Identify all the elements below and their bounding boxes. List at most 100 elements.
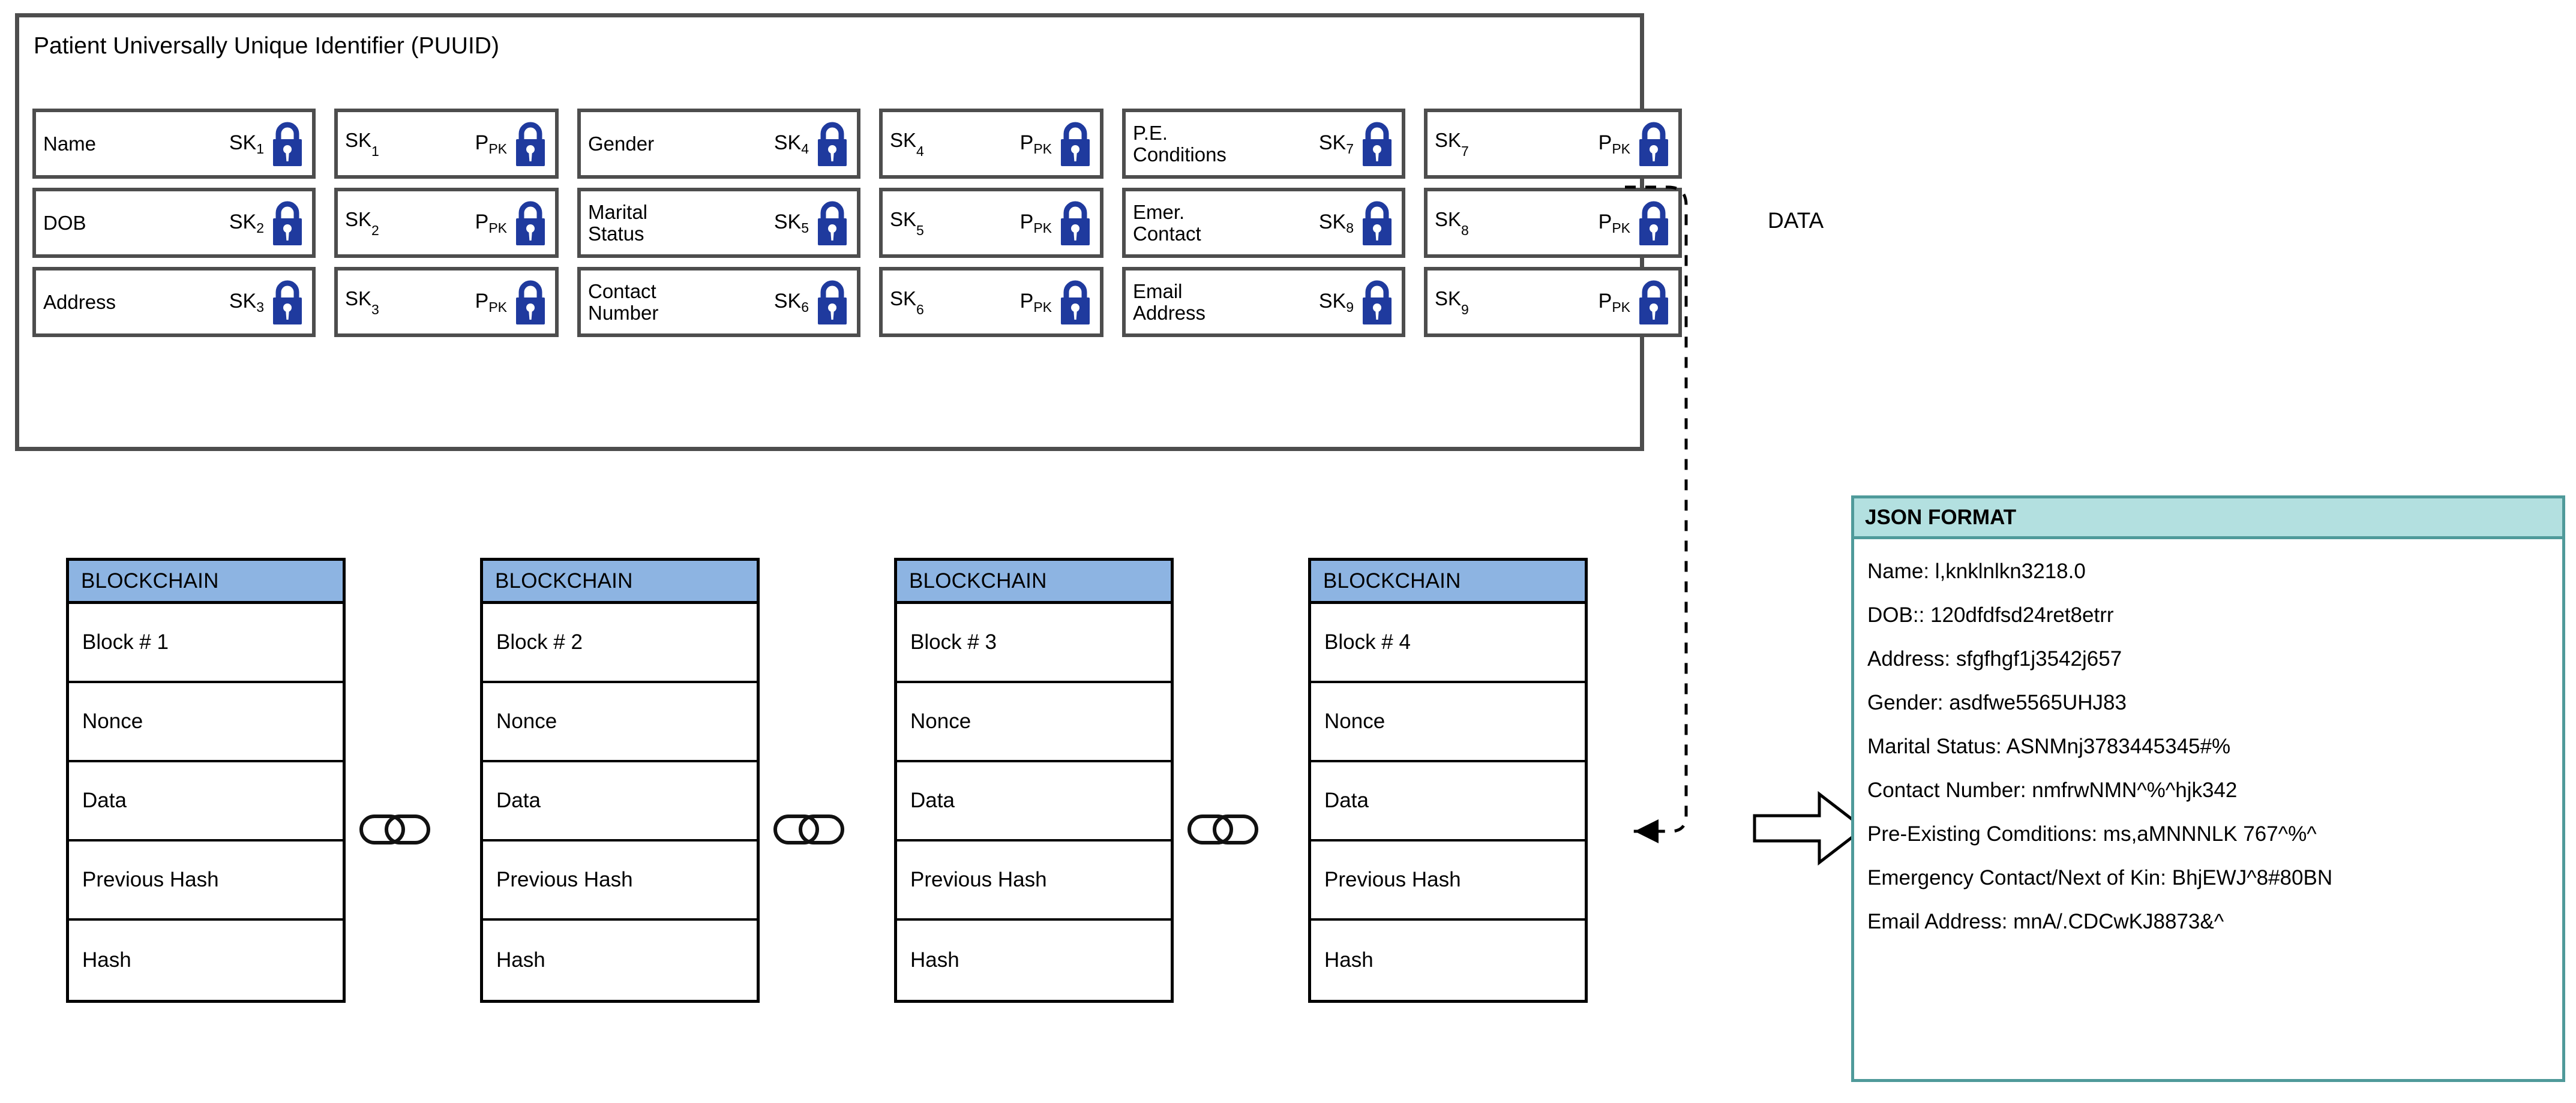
lock-icon <box>512 121 549 167</box>
lock-icon <box>269 121 306 167</box>
lock-icon <box>1057 200 1094 247</box>
lock-icon <box>269 279 306 326</box>
json-line-4: Gender: asdfwe5565UHJ83 <box>1867 691 2127 714</box>
puuid-cell-key: PPK <box>475 211 507 236</box>
blockchain-block-4[interactable]: BLOCKCHAIN Block # 4 Nonce Data Previous… <box>1308 558 1588 1003</box>
puuid-cell-13[interactable]: Address SK3 <box>32 267 316 337</box>
json-panel-title: JSON FORMAT <box>1854 498 2562 539</box>
lock-icon <box>814 200 851 247</box>
puuid-cell-label: SK6 <box>890 287 924 317</box>
puuid-panel: Patient Universally Unique Identifier (P… <box>15 13 1682 451</box>
puuid-cell-label: SK5 <box>890 208 924 238</box>
block-data-row: Data <box>69 762 343 841</box>
puuid-cell-14[interactable]: SK3 PPK <box>334 267 559 337</box>
json-line-8: Emergency Contact/Next of Kin: BhjEWJ^8#… <box>1867 866 2333 889</box>
json-line-2: DOB:: 120dfdfsd24ret8etrr <box>1867 603 2114 627</box>
puuid-cell-key: SK4 <box>773 131 809 157</box>
puuid-cell-label: SK3 <box>345 287 379 317</box>
block-header-label: BLOCKCHAIN <box>69 561 343 604</box>
puuid-cell-5[interactable]: P.E.Conditions SK7 <box>1122 109 1405 179</box>
puuid-cell-key: SK3 <box>229 290 264 315</box>
block-previous-hash-row: Previous Hash <box>897 841 1171 921</box>
puuid-cell-label: SK2 <box>345 208 379 238</box>
puuid-cell-label: SK1 <box>345 129 379 159</box>
block-nonce-row: Nonce <box>69 683 343 762</box>
puuid-cell-key: PPK <box>1598 290 1630 315</box>
puuid-cell-key: SK9 <box>1318 290 1354 315</box>
puuid-cell-key: PPK <box>1598 211 1630 236</box>
block-header-label: BLOCKCHAIN <box>1311 561 1585 604</box>
puuid-cell-label: SK4 <box>890 129 924 159</box>
data-dashed-connector <box>1625 185 1688 843</box>
block-previous-hash-row: Previous Hash <box>1311 841 1585 921</box>
json-line-3: Address: sfgfhgf1j3542j657 <box>1867 647 2122 671</box>
block-hash-row: Hash <box>496 948 545 972</box>
puuid-cell-key: SK8 <box>1318 211 1354 236</box>
chain-link-icon <box>359 815 430 844</box>
flow-arrow-right-icon <box>1753 791 1866 866</box>
lock-icon <box>1057 279 1094 326</box>
json-line-1: Name: l,knklnlkn3218.0 <box>1867 560 2086 583</box>
puuid-cell-label: Gender <box>588 132 655 155</box>
puuid-cell-key: PPK <box>1019 211 1052 236</box>
puuid-cell-1[interactable]: Name SK1 <box>32 109 316 179</box>
lock-icon <box>269 200 306 247</box>
block-previous-hash-row: Previous Hash <box>69 841 343 921</box>
json-line-9: Email Address: mnA/.CDCwKJ8873&^ <box>1867 910 2224 933</box>
puuid-cell-7[interactable]: DOB SK2 <box>32 188 316 258</box>
chain-link-icon <box>773 815 844 844</box>
puuid-cell-label: Name <box>43 132 97 155</box>
block-number-row: Block # 1 <box>69 604 343 683</box>
lock-icon <box>512 200 549 247</box>
puuid-cell-label: P.E.Conditions <box>1133 121 1226 166</box>
block-previous-hash-row: Previous Hash <box>483 841 757 921</box>
block-nonce-row: Nonce <box>897 683 1171 762</box>
puuid-cell-label: Address <box>43 290 116 313</box>
lock-icon <box>1359 121 1396 167</box>
puuid-cell-8[interactable]: SK2 PPK <box>334 188 559 258</box>
lock-icon <box>1635 121 1672 167</box>
puuid-cell-key: PPK <box>475 290 507 315</box>
puuid-cell-label: Emer.Contact <box>1133 200 1201 245</box>
json-line-6: Contact Number: nmfrwNMN^%^hjk342 <box>1867 779 2238 802</box>
json-line-7: Pre-Existing Comditions: ms,aMNNNLK 767^… <box>1867 822 2317 846</box>
puuid-cell-10[interactable]: SK5 PPK <box>879 188 1103 258</box>
block-number-row: Block # 2 <box>483 604 757 683</box>
lock-icon <box>1635 200 1672 247</box>
puuid-cell-key: SK7 <box>1318 131 1354 157</box>
chain-link-icon <box>1187 815 1258 844</box>
puuid-cell-key: PPK <box>1019 131 1052 157</box>
puuid-cell-4[interactable]: SK4 PPK <box>879 109 1103 179</box>
puuid-cell-18[interactable]: SK9 PPK <box>1424 267 1682 337</box>
block-data-row: Data <box>897 762 1171 841</box>
block-header-label: BLOCKCHAIN <box>897 561 1171 604</box>
puuid-cell-label: DOB <box>43 211 86 234</box>
puuid-cell-key: SK2 <box>229 211 264 236</box>
blockchain-block-2[interactable]: BLOCKCHAIN Block # 2 Nonce Data Previous… <box>480 558 760 1003</box>
puuid-cell-key: SK1 <box>229 131 264 157</box>
block-nonce-row: Nonce <box>483 683 757 762</box>
puuid-cell-key: SK5 <box>773 211 809 236</box>
block-number-row: Block # 4 <box>1311 604 1585 683</box>
block-hash-row: Hash <box>82 948 131 972</box>
puuid-cell-11[interactable]: Emer.Contact SK8 <box>1122 188 1405 258</box>
blockchain-block-1[interactable]: BLOCKCHAIN Block # 1 Nonce Data Previous… <box>66 558 346 1003</box>
puuid-cell-label: SK9 <box>1435 287 1469 317</box>
blockchain-block-3[interactable]: BLOCKCHAIN Block # 3 Nonce Data Previous… <box>894 558 1174 1003</box>
puuid-cell-3[interactable]: Gender SK4 <box>577 109 860 179</box>
block-nonce-row: Nonce <box>1311 683 1585 762</box>
lock-icon <box>814 279 851 326</box>
lock-icon <box>1359 200 1396 247</box>
